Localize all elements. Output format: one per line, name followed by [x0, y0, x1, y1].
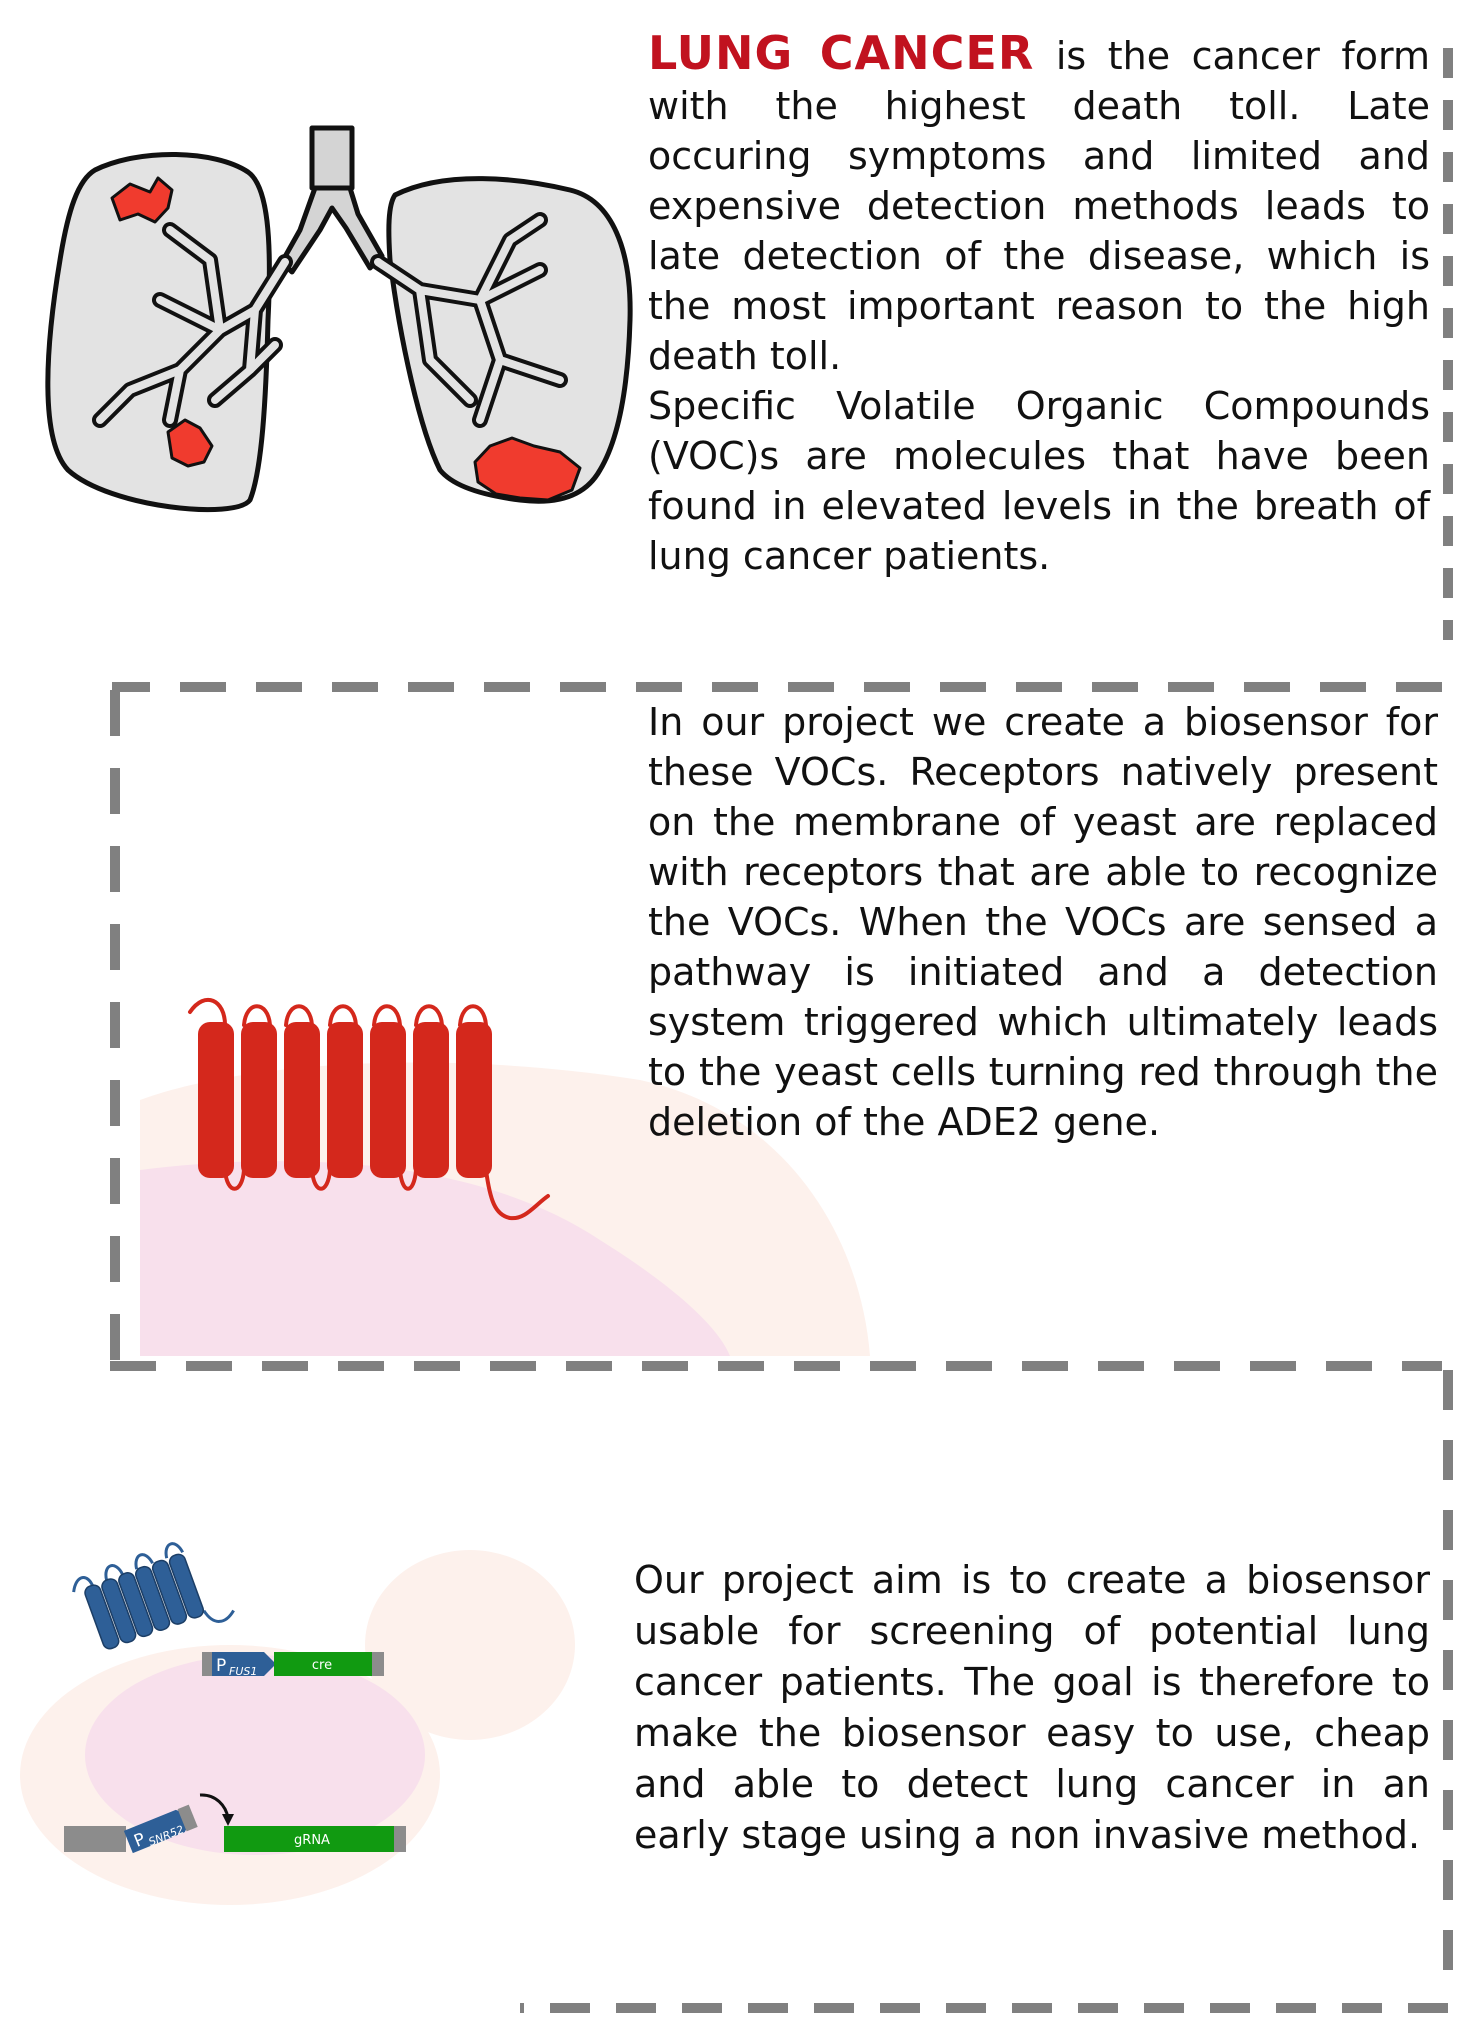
lung-cancer-intro-text: is the cancer form with the highest deat…	[648, 34, 1430, 378]
lung-cancer-paragraph: LUNG CANCER is the cancer form with the …	[648, 28, 1430, 581]
promoter1-label-sub: FUS1	[229, 1665, 257, 1678]
dashed-frame-lines	[110, 48, 1453, 2013]
voc-paragraph: Specific Volatile Organic Compounds (VOC…	[648, 384, 1430, 578]
gene2-label: gRNA	[294, 1833, 330, 1848]
biosensor-paragraph: In our project we create a biosensor for…	[648, 700, 1438, 1144]
promoter1-label-main: P	[216, 1656, 226, 1676]
red-receptor-icon	[188, 998, 550, 1221]
lung-cancer-heading: LUNG CANCER	[648, 26, 1035, 80]
construct-grna: P SNR52 gRNA	[64, 1793, 406, 1854]
lungs-illustration	[45, 125, 633, 513]
lung-cancer-intro: LUNG CANCER is the cancer form with the …	[648, 28, 1430, 381]
project-aim-paragraph: Our project aim is to create a biosensor…	[634, 1558, 1430, 1857]
blue-receptor-icon	[72, 1542, 235, 1650]
construct-cre: P FUS1 cre	[202, 1652, 384, 1678]
gene1-label: cre	[312, 1658, 332, 1673]
yeast-cell-illustration	[140, 1062, 870, 1356]
